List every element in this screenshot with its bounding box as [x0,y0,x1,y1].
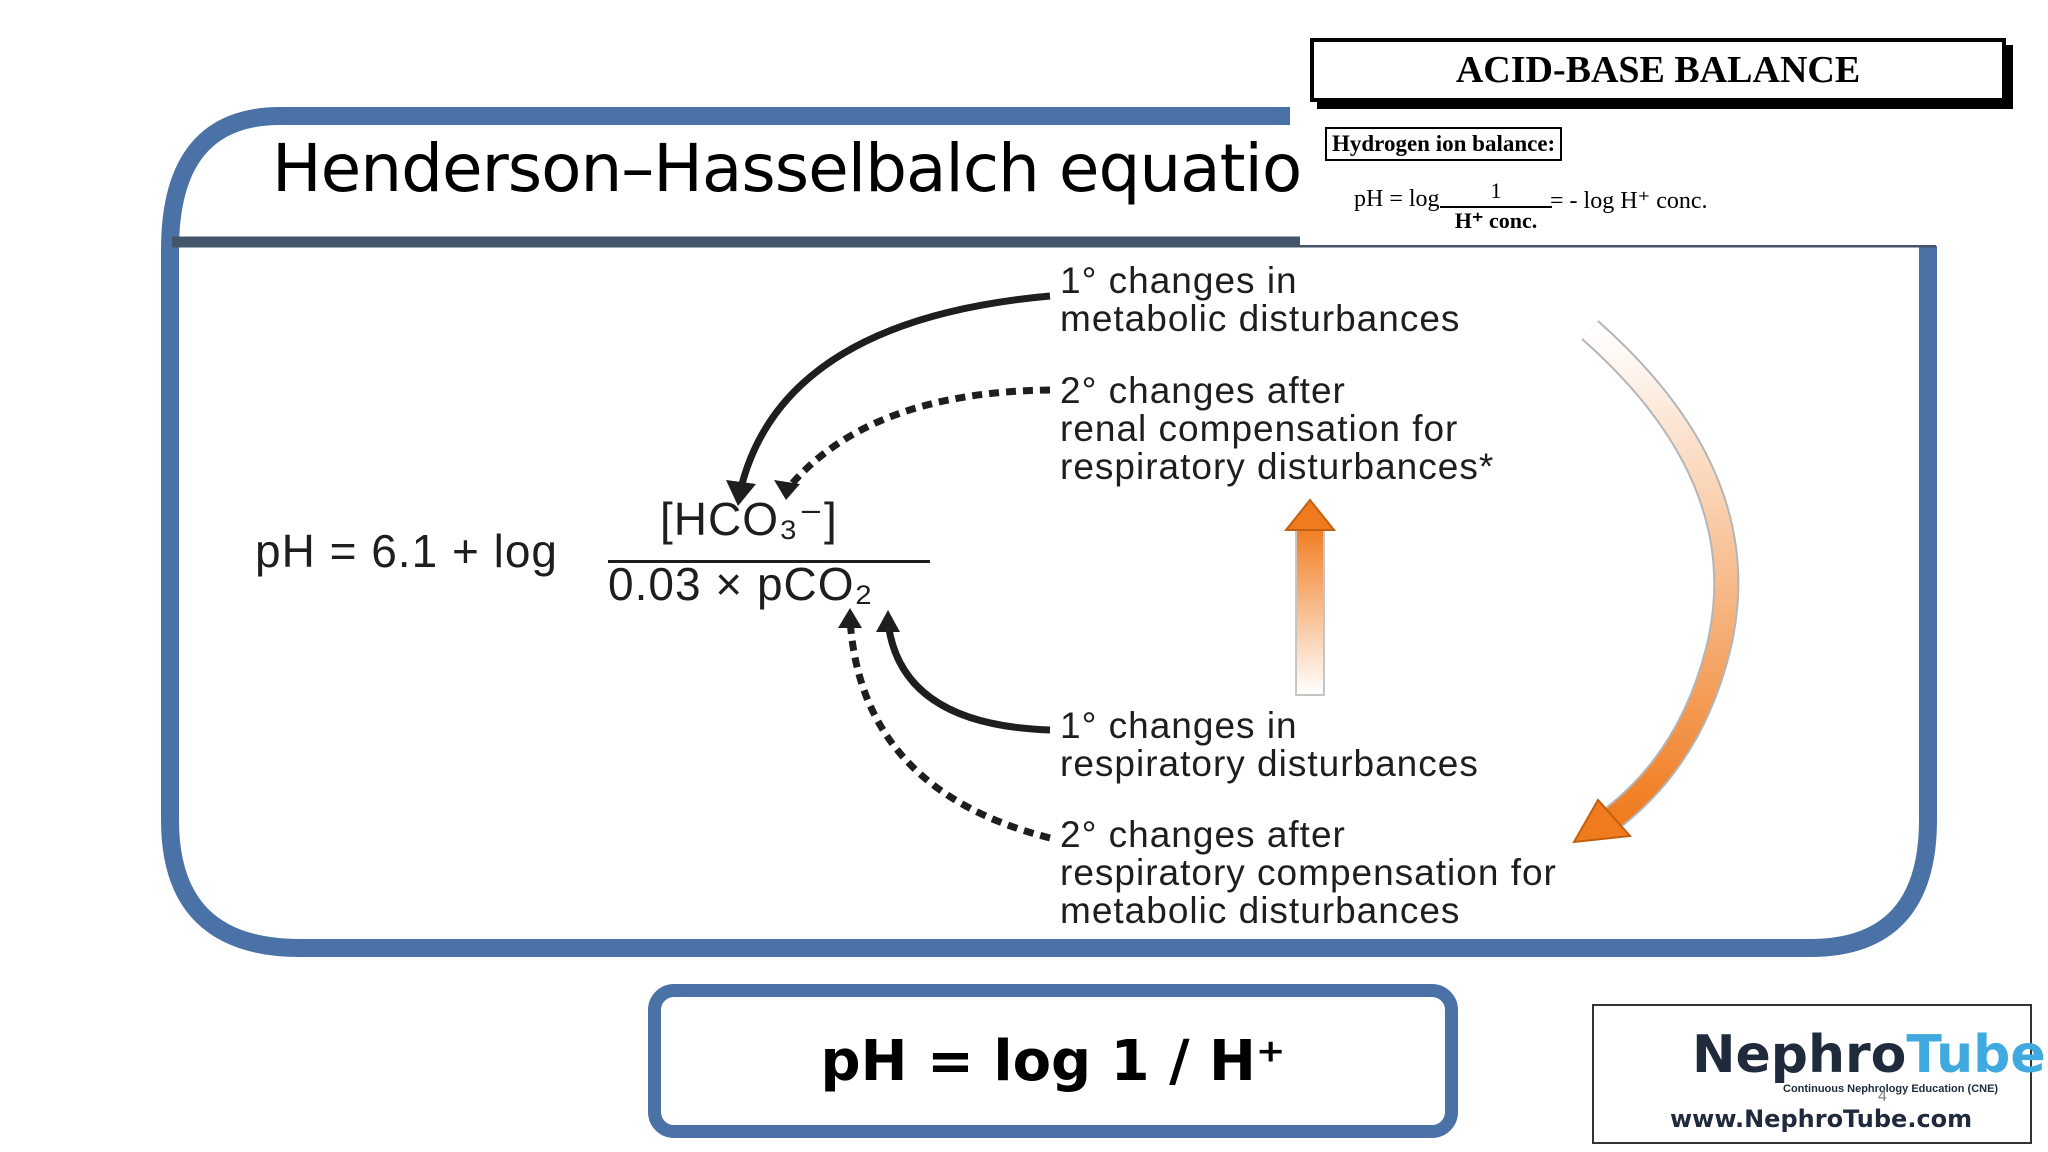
label-secondary-renal: 2° changes after renal compensation for … [1060,370,1495,487]
inset-header: ACID-BASE BALANCE [1310,38,2006,102]
logo-brand: NephroTube [1692,1025,2046,1085]
frame-border [161,107,1937,957]
label-primary-metabolic: 1° changes in metabolic disturbances [1060,260,1461,339]
hh-numerator: [HCO₃⁻] [660,493,838,545]
inset-numerator: 1 [1440,178,1552,208]
formula-text: pH = log 1 / H⁺ [820,1028,1286,1094]
orange-curved-arrow [1572,320,1740,844]
page-number: 4 [1878,1088,1887,1105]
hh-denominator: 0.03 × pCO₂ [608,558,874,610]
inset-subheader: Hydrogen ion balance: [1325,127,1563,161]
inset-eq-left: pH = log [1354,186,1440,212]
logo-url: www.NephroTube.com [1670,1105,1973,1133]
inset-denominator: H⁺ conc. [1454,208,1538,233]
hh-fraction-bar [608,560,930,563]
inset-fraction: 1 H⁺ conc. [1440,178,1552,234]
slide-title: Henderson–Hasselbalch equation [272,130,1343,207]
arrow-respiratory-to-pco2 [884,621,1051,734]
arrow-renal-to-hco3 [787,386,1051,489]
orange-up-arrow [1283,498,1337,696]
arrow-metabolic-to-hco3 [736,292,1051,493]
logo-tagline: Continuous Nephrology Education (CNE) [1783,1083,1999,1095]
inset-eq-right: = - log H⁺ conc. [1550,188,1708,214]
formula-box: pH = log 1 / H⁺ [648,984,1458,1138]
hh-equation-left: pH = 6.1 + log [255,525,558,577]
arrow-respcomp-to-pco2 [846,617,1051,842]
label-secondary-respiratory: 2° changes after respiratory compensatio… [1060,814,1557,931]
nephrotube-logo [1592,1004,2032,1144]
label-primary-respiratory: 1° changes in respiratory disturbances [1060,705,1479,784]
